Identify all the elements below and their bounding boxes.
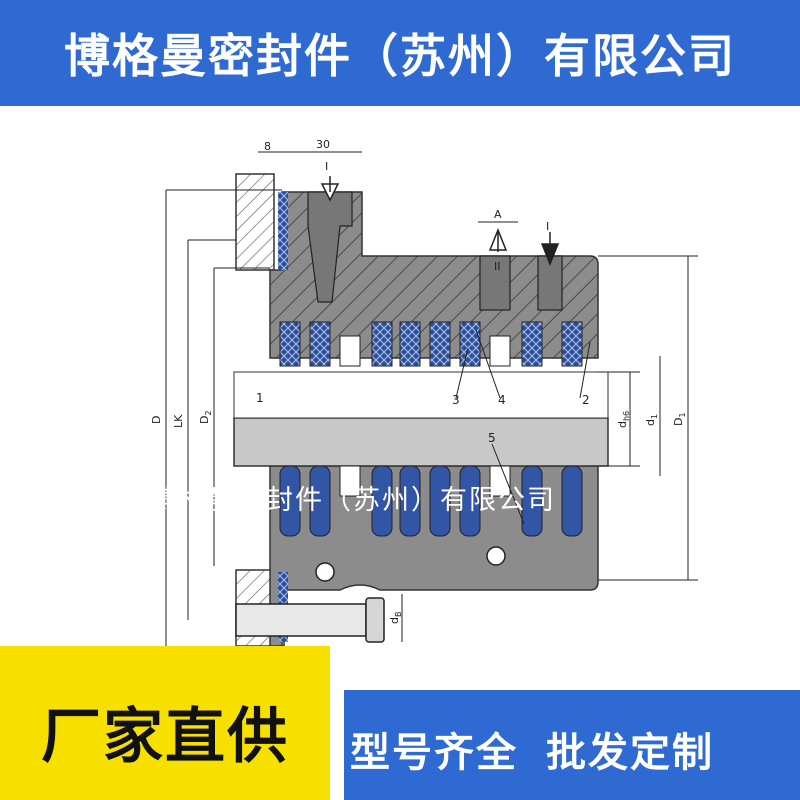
bolt bbox=[235, 603, 367, 637]
promo-1: 型号齐全 bbox=[350, 730, 518, 776]
footer-promo-panel: 型号齐全批发定制 bbox=[330, 646, 800, 800]
drain-hole bbox=[315, 562, 335, 582]
header-banner: 博格曼密封件（苏州）有限公司 bbox=[0, 0, 800, 106]
upper-gasket bbox=[278, 192, 288, 270]
dim-dh6: dh6 bbox=[616, 411, 631, 428]
part-2: 2 bbox=[582, 393, 590, 407]
flange-wall-upper bbox=[235, 173, 275, 271]
label-I-left: I bbox=[325, 160, 328, 173]
promo-2: 批发定制 bbox=[546, 730, 714, 776]
lower-seal-rings bbox=[279, 465, 583, 537]
part-1: 1 bbox=[256, 391, 264, 405]
leader-lines bbox=[455, 329, 591, 525]
shaft-sleeve bbox=[233, 371, 609, 419]
seal-cross-section-diagram: 8 30 A I II I D LK D2 dh6 d1 D1 dB 1 2 3… bbox=[0, 106, 800, 647]
dim-30: 30 bbox=[316, 138, 330, 151]
outlet-arrow-II bbox=[488, 227, 508, 252]
diagram-svg: 8 30 A I II I D LK D2 dh6 d1 D1 dB 1 2 3… bbox=[150, 138, 698, 647]
upper-seal-rings bbox=[279, 321, 583, 367]
promo-text: 型号齐全批发定制 bbox=[350, 720, 742, 778]
watermark-text: 博格曼密封件（苏州）有限公司 bbox=[150, 485, 556, 516]
part-4: 4 bbox=[498, 393, 506, 407]
footer-slogan-panel: 厂家直供 bbox=[0, 646, 330, 800]
lower-housing bbox=[269, 465, 599, 647]
dim-D: D bbox=[150, 416, 163, 424]
label-II: II bbox=[494, 260, 501, 273]
inlet-arrow-I-left bbox=[320, 176, 340, 202]
dim-D2: D2 bbox=[198, 410, 213, 424]
part-3: 3 bbox=[452, 393, 460, 407]
bolt-head bbox=[365, 597, 385, 643]
shaft bbox=[233, 417, 609, 467]
label-I-right: I bbox=[546, 220, 549, 233]
dim-D1: D1 bbox=[672, 412, 687, 426]
flush-hole bbox=[486, 546, 506, 566]
dim-LK: LK bbox=[172, 414, 185, 428]
upper-housing bbox=[269, 191, 599, 359]
company-title: 博格曼密封件（苏州）有限公司 bbox=[64, 29, 736, 83]
dim-8: 8 bbox=[264, 140, 271, 153]
dimension-lines bbox=[165, 151, 698, 646]
slogan-text: 厂家直供 bbox=[41, 701, 289, 772]
dim-dB: dB bbox=[388, 612, 403, 624]
part-5: 5 bbox=[488, 431, 496, 445]
promo-band bbox=[344, 690, 800, 800]
dim-A: A bbox=[494, 208, 502, 221]
inlet-arrow-I-right bbox=[540, 232, 560, 267]
dim-d1: d1 bbox=[644, 414, 659, 426]
